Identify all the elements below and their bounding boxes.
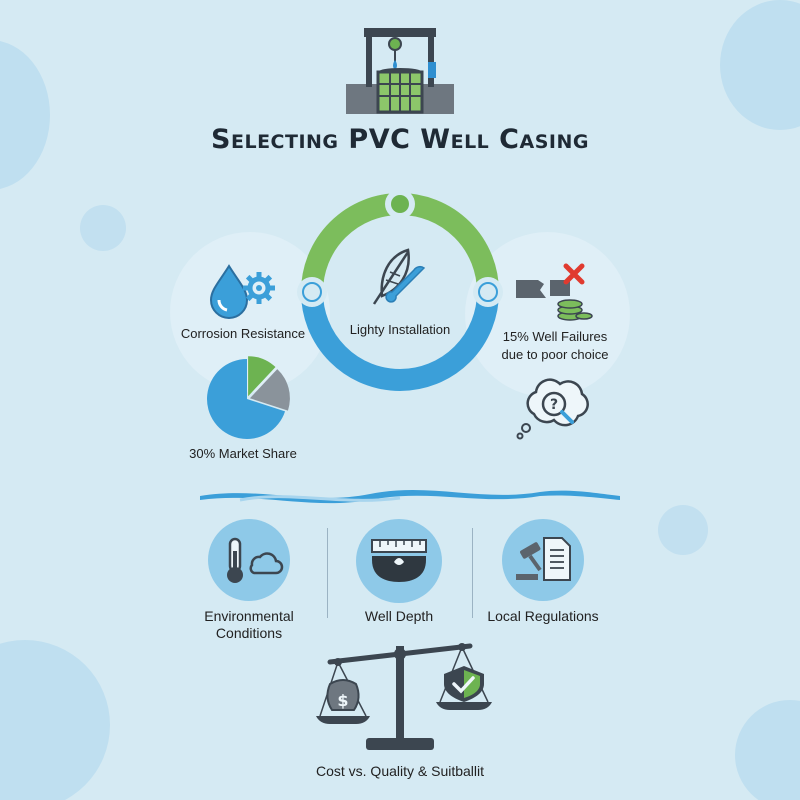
water-drop-gear-icon	[209, 264, 275, 319]
bg-circle-top-right	[720, 0, 800, 130]
broken-pipe-coins-icon	[516, 263, 593, 321]
installation-ring	[297, 189, 503, 391]
well-icon	[346, 28, 454, 114]
factor-label-environment-line1: Environmental	[204, 608, 294, 624]
pie-slice-2	[249, 369, 290, 411]
failures-label-line2: due to poor choice	[501, 347, 609, 362]
balance-caption: Cost vs. Quality & Suitballit	[315, 763, 485, 779]
bg-circle-small-left	[80, 205, 126, 251]
factor-label-environment-line2: Conditions	[215, 625, 283, 641]
wave-divider	[200, 490, 620, 504]
depth-gauge-icon	[371, 539, 427, 582]
bg-circle-left	[0, 40, 50, 190]
bg-circle-bottom-left	[0, 640, 110, 800]
gavel-document-icon	[516, 537, 571, 581]
pie-slice-0	[207, 359, 286, 439]
page-title: Selecting PVC Well Casing	[211, 124, 589, 155]
thought-bubble-question-icon: ?	[516, 378, 589, 440]
factor-divider-2	[472, 528, 473, 618]
bg-circle-bottom-right	[735, 700, 800, 800]
svg-text:$: $	[337, 691, 348, 710]
corrosion-label: Corrosion Resistance	[180, 326, 306, 341]
thermometer-cloud-icon	[227, 537, 284, 583]
failures-label-line1: 15% Well Failures	[502, 329, 608, 344]
pie-slice-1	[248, 356, 276, 397]
factor-label-regulations: Local Regulations	[487, 608, 599, 624]
feather-wrench-icon	[372, 248, 426, 305]
bg-circle-small-right	[658, 505, 708, 555]
balance-scale-icon: $	[316, 643, 492, 750]
svg-text:?: ?	[550, 397, 558, 413]
factor-divider-1	[327, 528, 328, 618]
factor-label-depth: Well Depth	[364, 608, 434, 624]
installation-label: Lighty Installation	[349, 322, 451, 337]
market-share-pie-chart	[207, 356, 290, 439]
market-share-label: 30% Market Share	[189, 446, 297, 461]
